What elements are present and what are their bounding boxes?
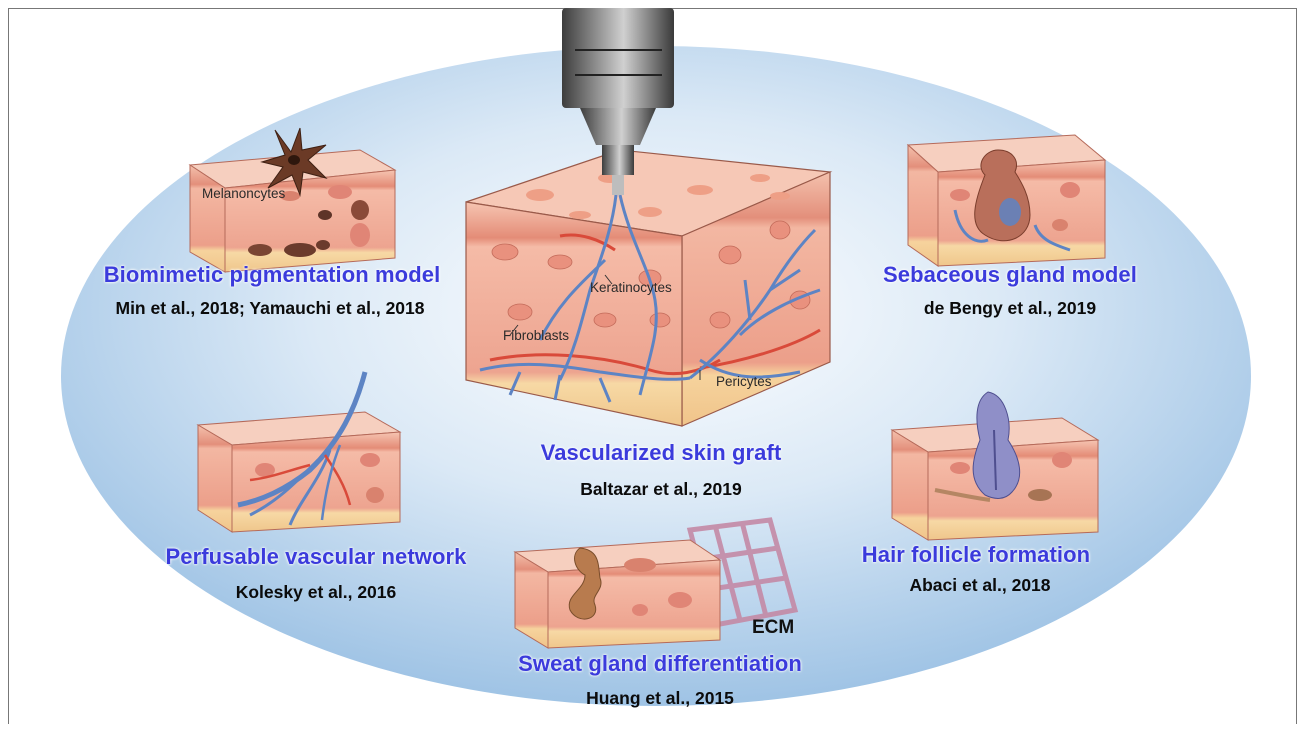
vascular-network-citation: Kolesky et al., 2016 [236, 582, 397, 603]
sweat-gland-title: Sweat gland differentiation [518, 651, 802, 677]
pericytes-label: Pericytes [716, 374, 772, 389]
sebaceous-citation: de Bengy et al., 2019 [924, 298, 1096, 319]
skin-graft-title: Vascularized skin graft [541, 440, 782, 466]
sweat-gland-citation: Huang et al., 2015 [586, 688, 734, 709]
fibroblasts-label: Fibroblasts [503, 328, 569, 343]
melanocytes-label: Melanoncytes [202, 186, 285, 201]
ecm-label: ECM [752, 617, 794, 639]
keratinocytes-label: Keratinocytes [590, 280, 672, 295]
skin-graft-citation: Baltazar et al., 2019 [580, 479, 741, 500]
sebaceous-title: Sebaceous gland model [883, 262, 1137, 288]
hair-follicle-citation: Abaci et al., 2018 [909, 575, 1050, 596]
vascular-network-title: Perfusable vascular network [165, 544, 466, 570]
sebaceous-tissue-block [908, 135, 1105, 266]
hair-follicle-title: Hair follicle formation [862, 542, 1090, 568]
pigmentation-citation: Min et al., 2018; Yamauchi et al., 2018 [115, 298, 424, 319]
pigmentation-title: Biomimetic pigmentation model [104, 262, 441, 288]
